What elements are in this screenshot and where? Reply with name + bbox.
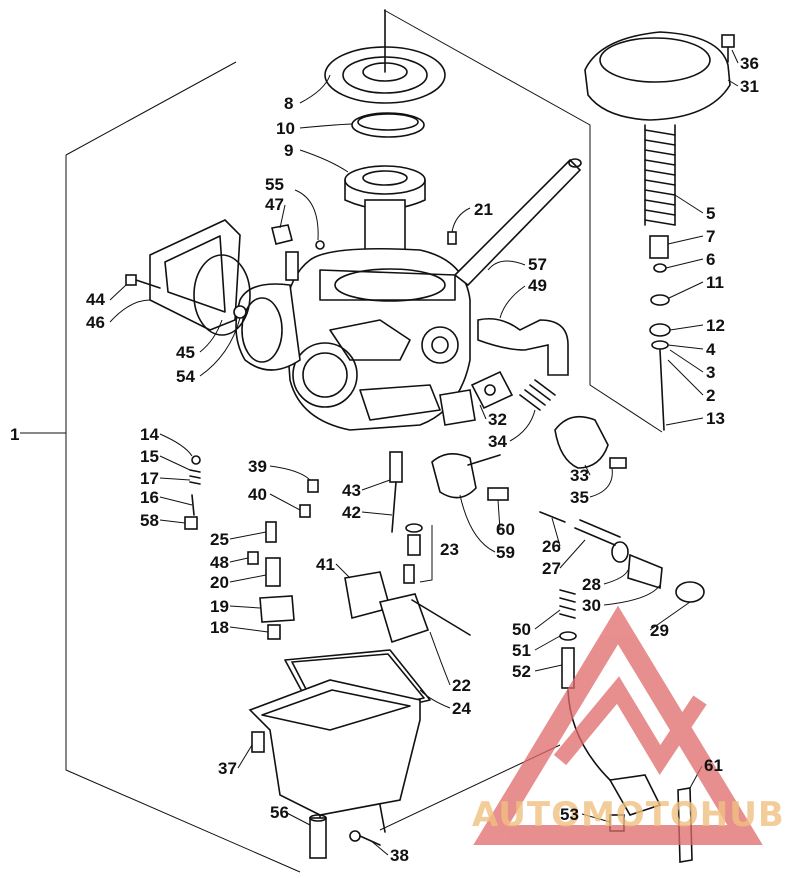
leader-lines [109, 49, 739, 856]
choke-plunger [539, 511, 705, 603]
screw-40 [299, 504, 311, 518]
callout-45: 45 [176, 343, 195, 362]
screw-39 [307, 479, 319, 493]
throttle-slide [344, 165, 426, 256]
callout-47: 47 [265, 195, 284, 214]
callout-58: 58 [140, 511, 159, 530]
callout-33: 33 [570, 466, 589, 485]
callout-53: 53 [560, 805, 579, 824]
callout-20: 20 [210, 573, 229, 592]
callout-54: 54 [176, 367, 195, 386]
plug-56 [309, 814, 327, 859]
callout-26: 26 [542, 537, 561, 556]
watermark-inner-mark [553, 676, 707, 775]
callout-17: 17 [140, 469, 159, 488]
callout-42: 42 [342, 503, 361, 522]
callout-7: 7 [706, 227, 715, 246]
callout-13: 13 [706, 409, 725, 428]
float-41 [344, 571, 471, 644]
accelerator-pump [470, 370, 627, 469]
callout-49: 49 [528, 276, 547, 295]
ring-part [351, 112, 425, 138]
callout-19: 19 [210, 597, 229, 616]
callout-60: 60 [496, 520, 515, 539]
float-bowl [248, 679, 421, 841]
callout-50: 50 [512, 620, 531, 639]
callout-31: 31 [740, 77, 759, 96]
watermark-text: AUTOMOTOHUB [472, 795, 785, 835]
screw-38 [349, 830, 381, 846]
diaphragm-top [324, 9, 446, 104]
spring-50 [559, 589, 611, 781]
callout-22: 22 [452, 676, 471, 695]
callout-27: 27 [542, 559, 561, 578]
callout-18: 18 [210, 618, 229, 637]
callout-61: 61 [704, 756, 723, 775]
callout-48: 48 [210, 553, 229, 572]
callout-4: 4 [706, 340, 716, 359]
callout-25: 25 [210, 530, 229, 549]
callout-9: 9 [284, 141, 293, 160]
callout-32: 32 [488, 410, 507, 429]
callout-30: 30 [582, 596, 601, 615]
top-cover [584, 31, 735, 121]
callout-29: 29 [650, 621, 669, 640]
callout-15: 15 [140, 447, 159, 466]
callout-43: 43 [342, 481, 361, 500]
callout-37: 37 [218, 759, 237, 778]
callout-46: 46 [86, 313, 105, 332]
carburetor-body [284, 247, 476, 431]
needle-jet-stack [247, 521, 295, 640]
needle-assembly [649, 235, 671, 431]
fitting-55 [271, 224, 299, 281]
callout-6: 6 [706, 250, 715, 269]
callout-57: 57 [528, 255, 547, 274]
callout-40: 40 [248, 485, 267, 504]
callout-38: 38 [390, 846, 409, 865]
callout-3: 3 [706, 363, 715, 382]
callout-44: 44 [86, 290, 105, 309]
callout-59: 59 [496, 543, 515, 562]
callout-52: 52 [512, 662, 531, 681]
bolt-44 [125, 274, 161, 289]
callout-56: 56 [270, 803, 289, 822]
oring-47 [315, 240, 325, 250]
callout-28: 28 [582, 575, 601, 594]
screw-37 [251, 731, 265, 753]
callout-1: 1 [10, 425, 19, 444]
intake-boot [149, 219, 301, 371]
callout-34: 34 [488, 432, 507, 451]
jet-43 [389, 451, 403, 533]
callout-8: 8 [284, 94, 293, 113]
spring-5 [644, 124, 676, 226]
pilot-screw-parts [184, 455, 201, 530]
callout-51: 51 [512, 641, 531, 660]
callout-35: 35 [570, 488, 589, 507]
callout-23: 23 [440, 540, 459, 559]
callout-39: 39 [248, 457, 267, 476]
screw-21 [447, 231, 457, 245]
callout-55: 55 [265, 175, 284, 194]
callout-24: 24 [452, 699, 471, 718]
vent-tube [453, 158, 582, 376]
ring-inner [357, 113, 419, 131]
watermark-logo [473, 605, 763, 845]
callout-5: 5 [706, 204, 715, 223]
assembly-outline [65, 9, 663, 873]
callout-41: 41 [316, 555, 335, 574]
callout-16: 16 [140, 488, 159, 507]
callout-21: 21 [474, 200, 493, 219]
lever-59 [431, 453, 509, 501]
jet-group-23 [403, 523, 433, 584]
callout-11: 11 [706, 273, 724, 292]
callout-14: 14 [140, 425, 159, 444]
callout-12: 12 [706, 316, 725, 335]
callout-2: 2 [706, 386, 715, 405]
callout-10: 10 [276, 119, 295, 138]
callout-36: 36 [740, 54, 759, 73]
